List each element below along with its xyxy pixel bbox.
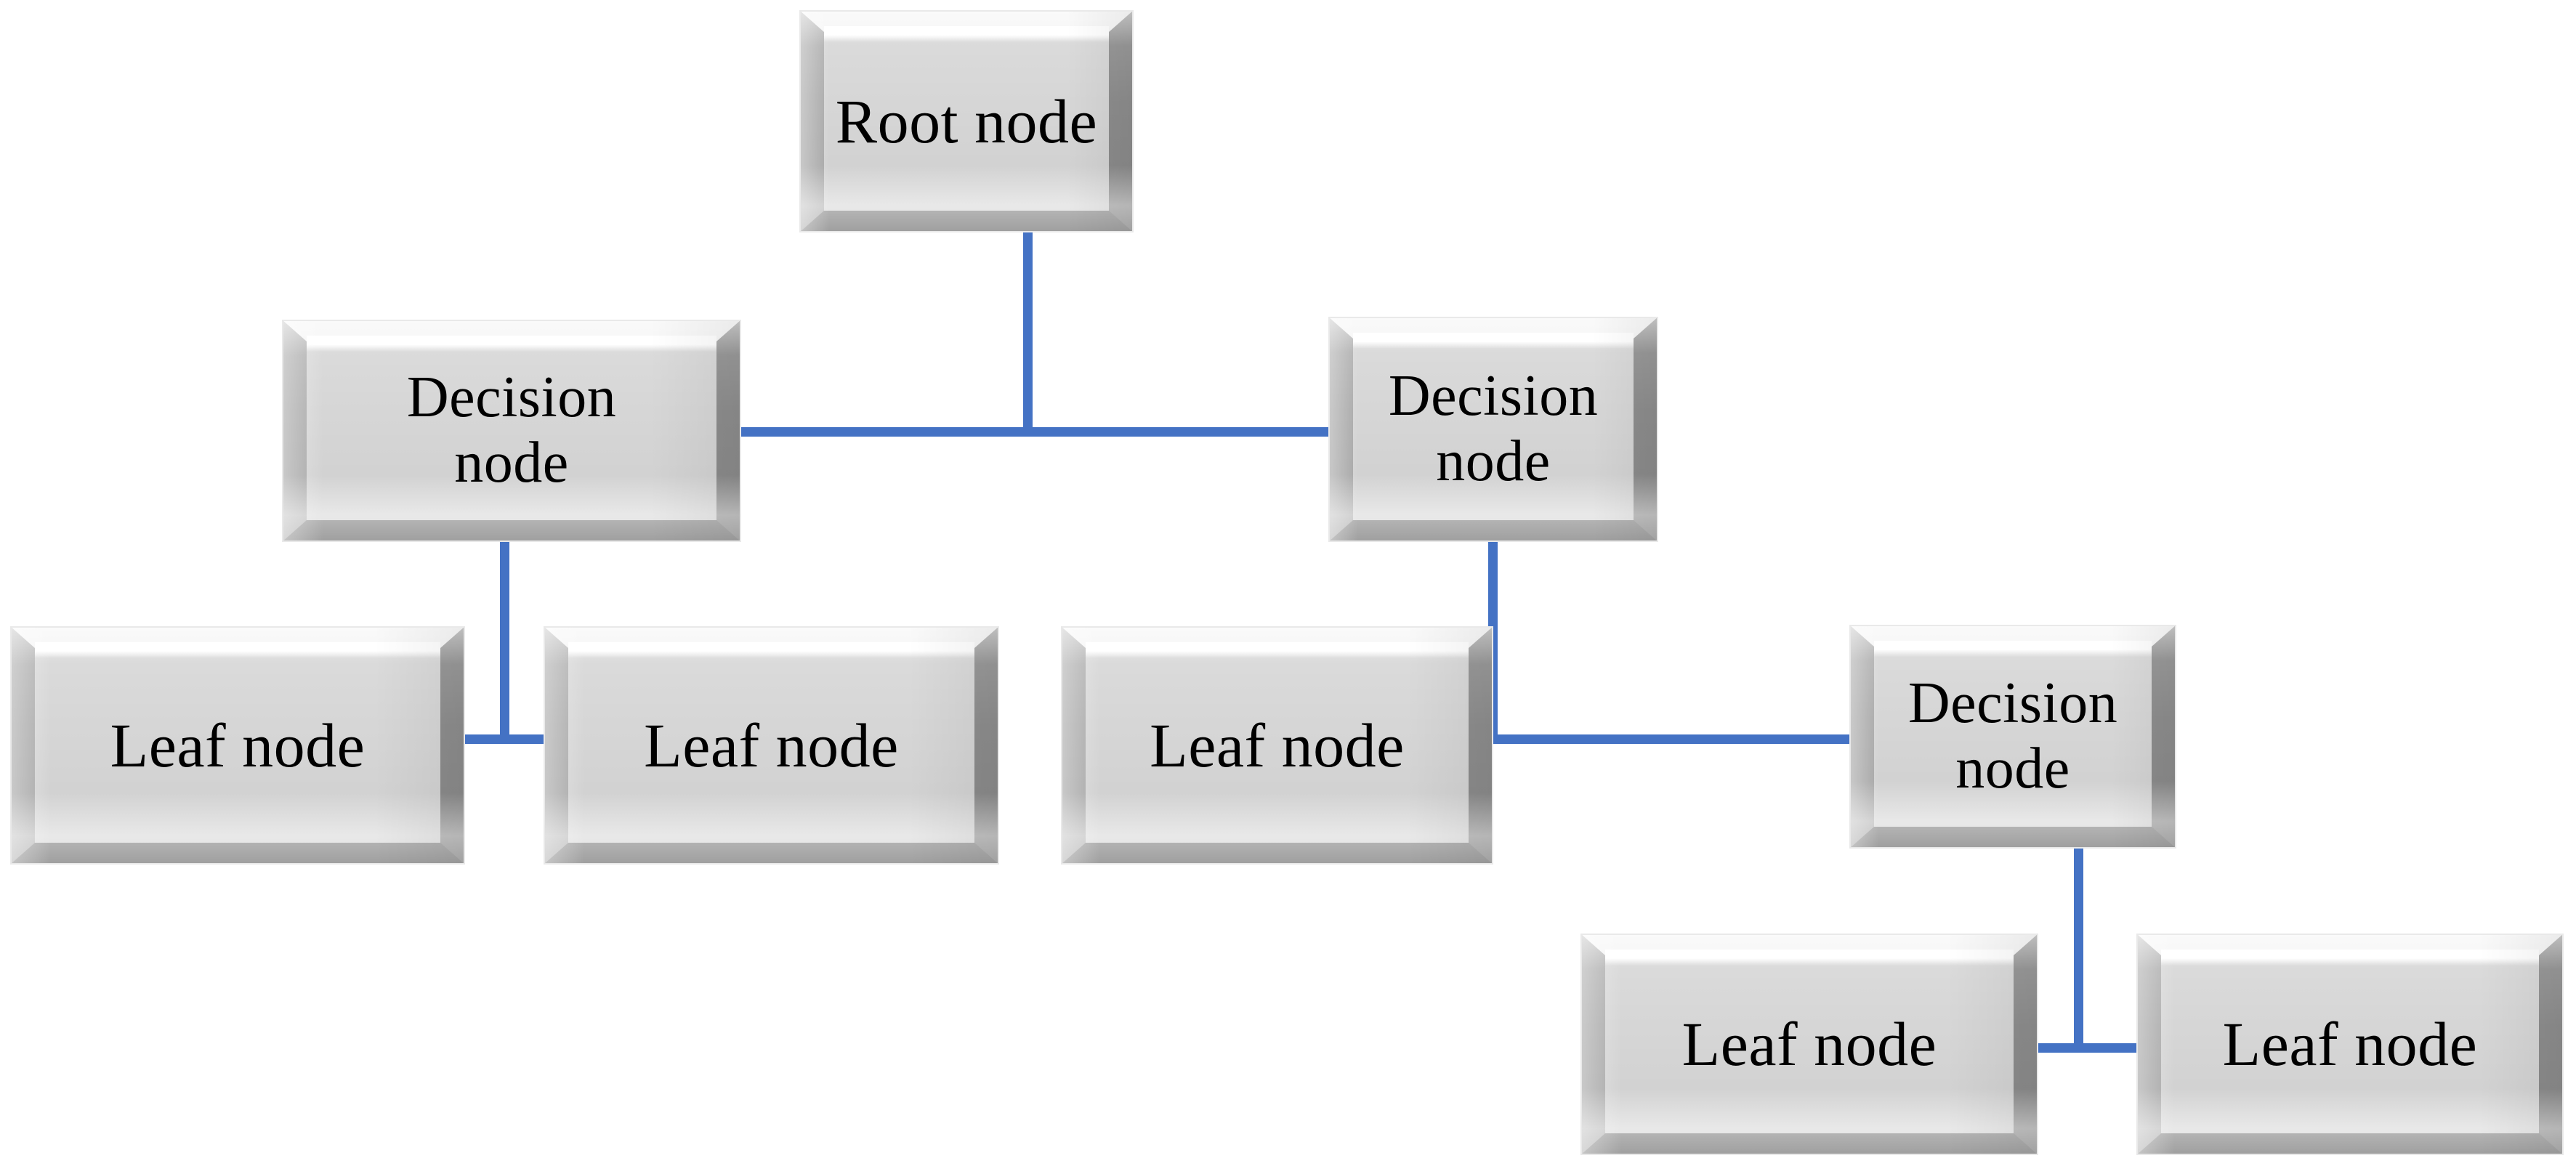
node-leaf-5[interactable]: Leaf node xyxy=(2136,934,2564,1155)
connector-row3-left-bar xyxy=(459,734,549,744)
node-bevel xyxy=(1061,626,1493,865)
connector-row4-bar xyxy=(2033,1043,2139,1053)
node-bevel xyxy=(10,626,465,865)
connector-decision1-drop xyxy=(500,541,509,743)
connector-row3-right-bar xyxy=(1488,734,1855,744)
node-bevel xyxy=(2136,934,2564,1155)
node-bevel xyxy=(1580,934,2038,1155)
node-bevel xyxy=(1849,625,2176,849)
node-bevel xyxy=(1328,317,1658,542)
connector-row2-bar xyxy=(734,427,1334,437)
node-leaf-3[interactable]: Leaf node xyxy=(1061,626,1493,865)
node-bevel xyxy=(282,320,741,542)
node-leaf-1[interactable]: Leaf node xyxy=(10,626,465,865)
connector-decision3-drop xyxy=(2074,849,2083,1052)
node-decision-2[interactable]: Decision node xyxy=(1328,317,1658,542)
node-bevel xyxy=(544,626,999,865)
node-root[interactable]: Root node xyxy=(799,10,1134,232)
node-leaf-2[interactable]: Leaf node xyxy=(544,626,999,865)
connector-root-drop xyxy=(1023,232,1033,433)
node-decision-3[interactable]: Decision node xyxy=(1849,625,2176,849)
node-leaf-4[interactable]: Leaf node xyxy=(1580,934,2038,1155)
node-decision-1[interactable]: Decision node xyxy=(282,320,741,542)
node-bevel xyxy=(799,10,1134,232)
